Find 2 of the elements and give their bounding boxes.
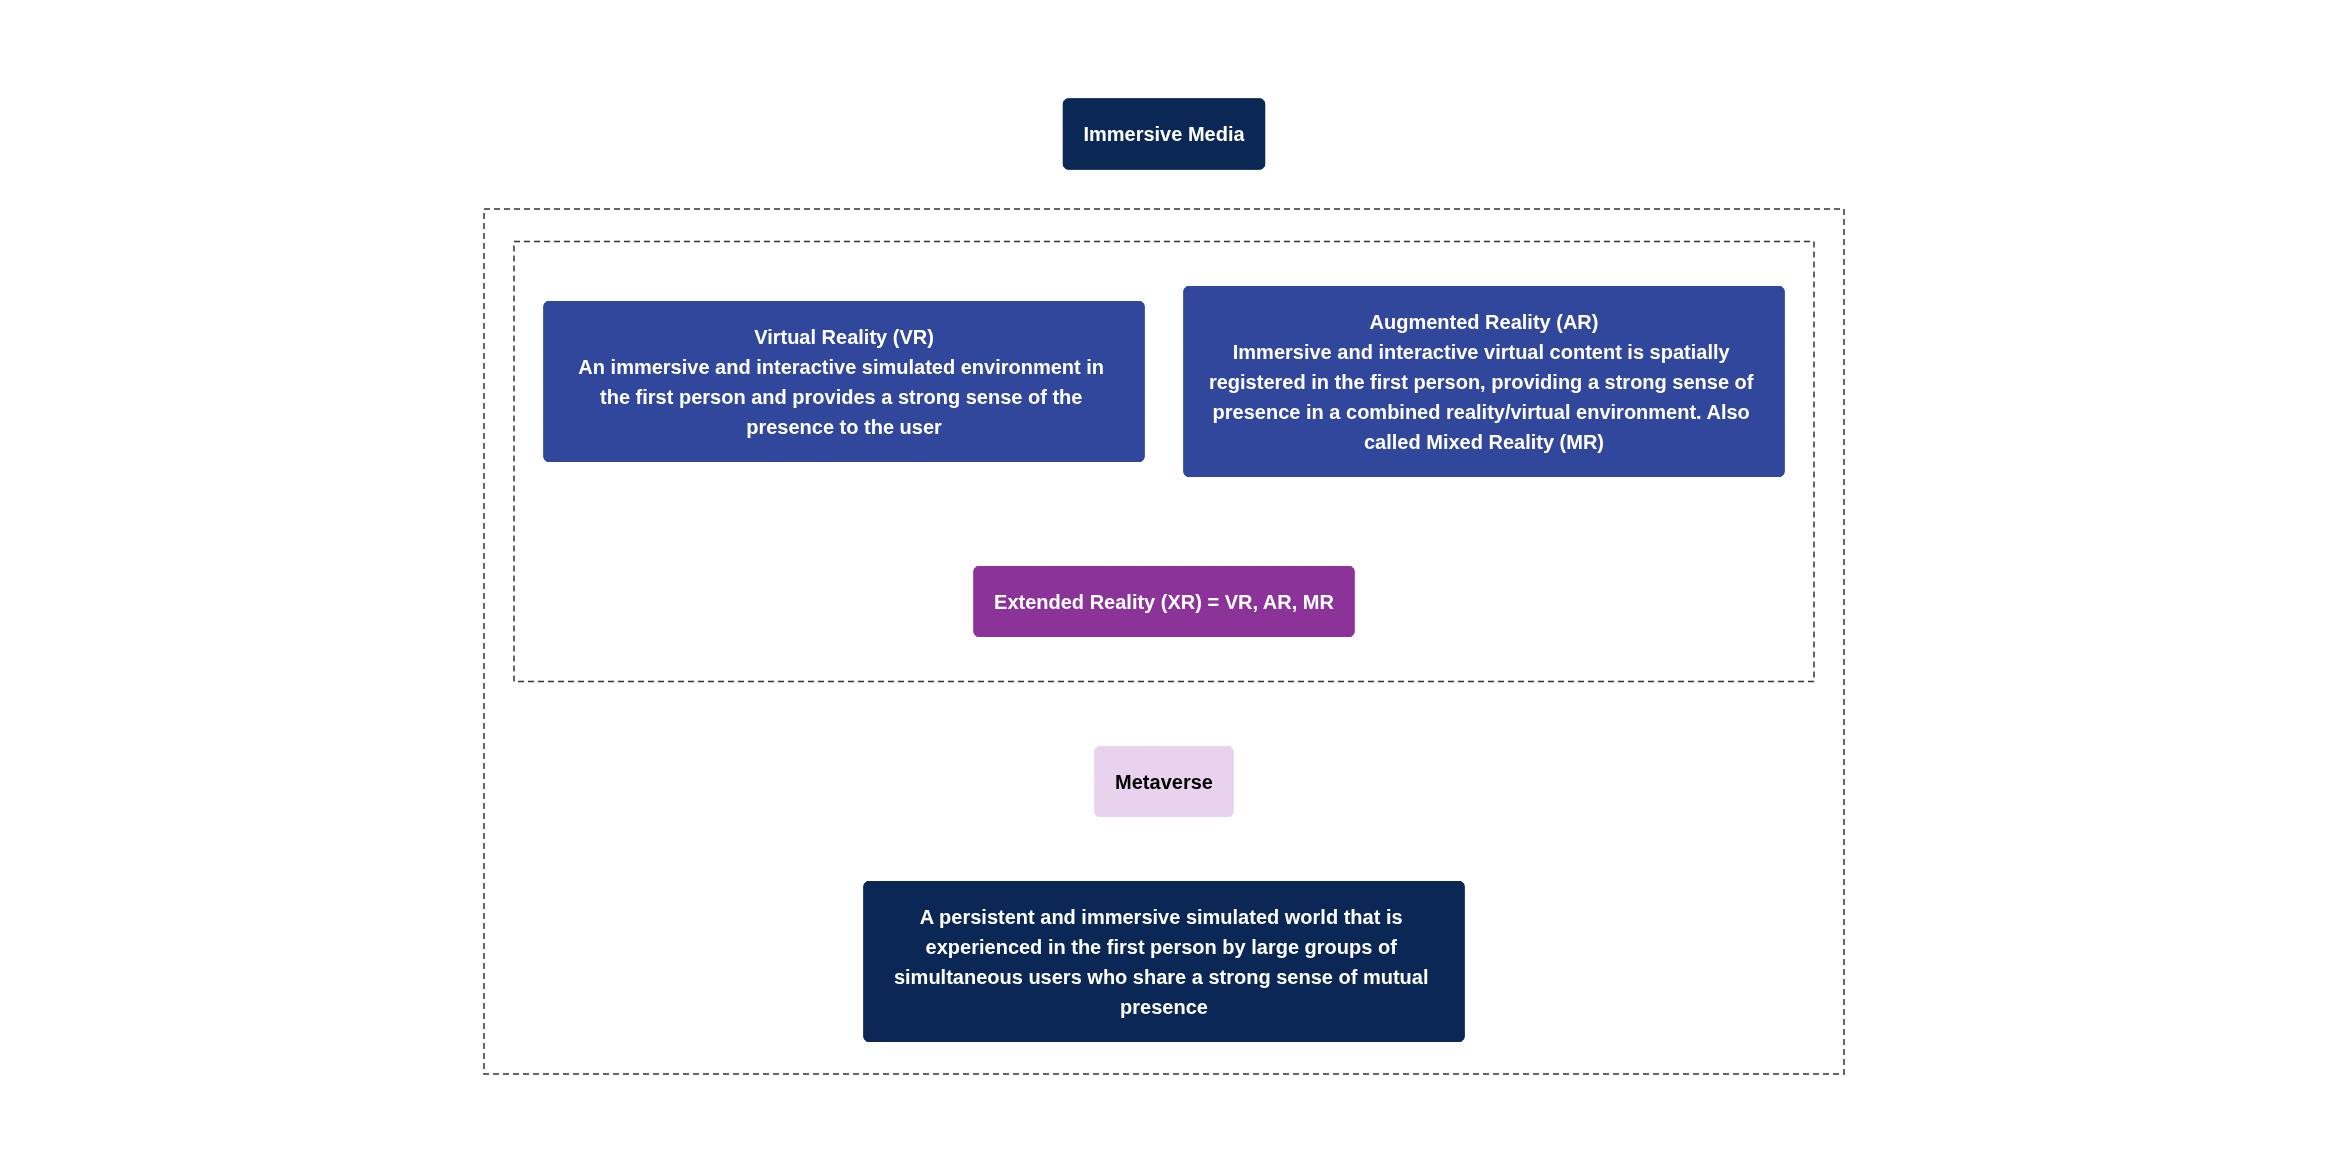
cluster — [483, 207, 1845, 1075]
cluster — [513, 240, 1815, 682]
